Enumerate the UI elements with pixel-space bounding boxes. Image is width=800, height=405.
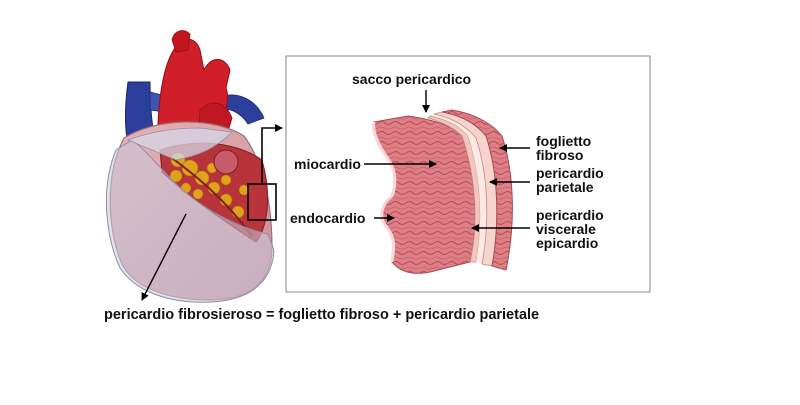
label-pericardio-viscerale-2: viscerale [536,221,596,237]
label-miocardio: miocardio [294,156,361,172]
label-pericardio-parietale-1: pericardio [536,165,604,181]
label-epicardio: epicardio [536,235,598,251]
fibrous-pericardium-layer [441,109,513,271]
arrow-pericardio-fibrosieroso [141,213,187,301]
detail-connector-line [261,124,283,184]
pericardial-cavity [432,114,487,264]
label-pericardio-parietale-2: parietale [536,179,594,195]
coronary-sinus [213,149,239,175]
coronary-vessel [171,157,253,237]
label-foglietto-fibroso-2: fibroso [536,147,583,163]
heart-illustration [105,30,283,303]
label-foglietto-fibroso-1: foglietto [536,133,591,149]
label-pericardio-viscerale-1: pericardio [536,207,604,223]
visceral-pericardium-layer [427,115,481,263]
tissue-layers-section [372,109,513,274]
caption-pericardio-fibrosieroso: pericardio fibrosieroso = foglietto fibr… [104,307,539,323]
label-endocardio: endocardio [290,210,365,226]
endocardium-surface [372,121,397,263]
aorta-branch [171,30,191,53]
label-sacco-pericardico: sacco pericardico [352,71,471,87]
pericardial-sac-overlay [105,139,275,303]
sac-fold [126,127,233,161]
